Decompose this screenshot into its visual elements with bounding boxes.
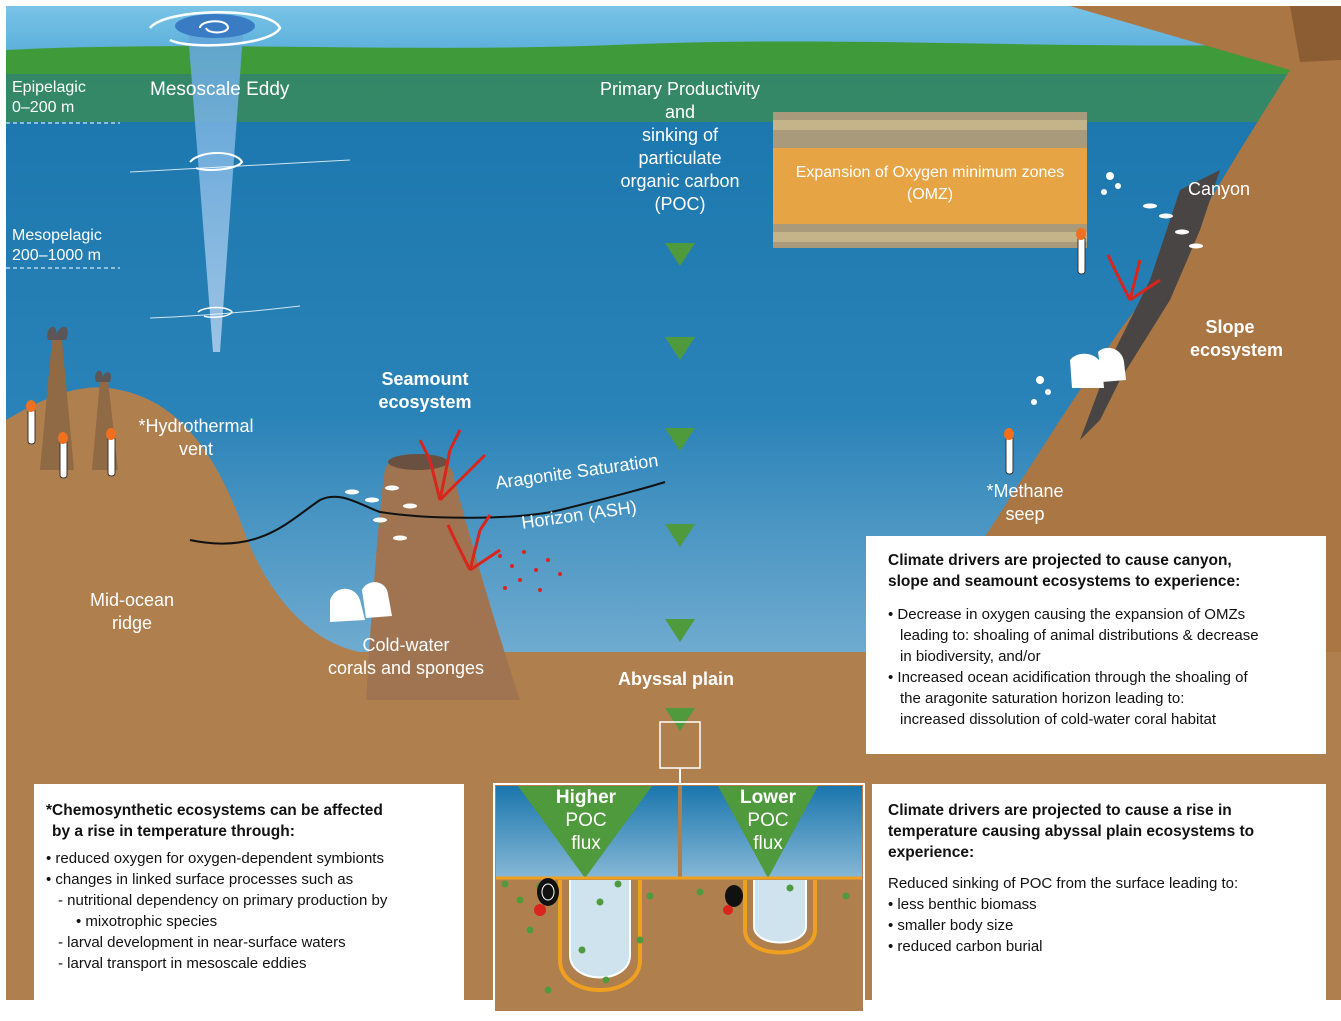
abyssal-bullet: smaller body size bbox=[888, 915, 1326, 936]
mesopelagic-name: Mesopelagic bbox=[12, 227, 102, 244]
omz-core bbox=[773, 148, 1087, 224]
sponge-icon bbox=[330, 347, 1126, 622]
seamount-ecosystem-label: Seamount ecosystem bbox=[378, 369, 472, 412]
higher-poc-label: Higher POC flux bbox=[555, 787, 617, 854]
epipelagic-label: Epipelagic 0–200 m bbox=[12, 78, 86, 118]
hydrothermal-vent-label: *Hydrothermal vent bbox=[138, 416, 254, 459]
primary-productivity-label: Primary Productivity and sinking of part… bbox=[599, 79, 761, 214]
lower-poc-flux-cone bbox=[718, 786, 818, 878]
slope-ecosystem-label: Slope ecosystem bbox=[1190, 317, 1284, 360]
seamount bbox=[366, 455, 520, 700]
continental-slope bbox=[950, 6, 1341, 694]
mesoscale-eddy-label: Mesoscale Eddy bbox=[150, 79, 290, 100]
mid-ocean-ridge-label: Mid-ocean ridge bbox=[89, 590, 175, 633]
organic-particles bbox=[501, 880, 850, 994]
chemo-subitem-continued: mixotrophic species bbox=[46, 911, 464, 932]
abyssal-bullet: reduced carbon burial bbox=[888, 936, 1326, 957]
eddy-swirl-mid-icon bbox=[189, 152, 244, 171]
tubeworm-plume-icon bbox=[26, 228, 1086, 444]
seep-bubbles-icon bbox=[1031, 172, 1121, 405]
omz-label: Expansion of Oxygen minimum zones (OMZ) bbox=[795, 164, 1065, 203]
mesopelagic-depth: 200–1000 m bbox=[12, 247, 101, 264]
chemo-box-items: reduced oxygen for oxygen-dependent symb… bbox=[46, 848, 464, 974]
chemosynthetic-box: *Chemosynthetic ecosystems can be affect… bbox=[34, 784, 464, 1012]
chemo-subitem: larval development in near-surface water… bbox=[46, 932, 464, 953]
abyssal-plain-box: Climate drivers are projected to cause a… bbox=[872, 784, 1326, 1012]
eddy-swirl-icon bbox=[149, 11, 282, 47]
higher-poc-flux-cone bbox=[518, 786, 652, 878]
epipelagic-depth: 0–200 m bbox=[12, 99, 75, 116]
burrow-high bbox=[558, 880, 642, 992]
canyon-label: Canyon bbox=[1188, 179, 1251, 199]
methane-seep-label: *Methane seep bbox=[986, 481, 1064, 524]
burrow-low bbox=[743, 880, 817, 955]
canyon-slope-seamount-box: Climate drivers are projected to cause c… bbox=[866, 536, 1326, 754]
epipelagic-name: Epipelagic bbox=[12, 79, 86, 96]
chemo-item: reduced oxygen for oxygen-dependent symb… bbox=[46, 848, 464, 869]
red-coral-icon bbox=[418, 254, 1161, 572]
abyssal-bullets: less benthic biomass smaller body size r… bbox=[888, 894, 1326, 957]
chemo-subitem: nutritional dependency on primary produc… bbox=[46, 890, 464, 911]
cold-water-corals-label: Cold-water corals and sponges bbox=[327, 635, 485, 678]
poc-sinking-arrows bbox=[665, 243, 695, 731]
chemo-subitem: larval transport in mesoscale eddies bbox=[46, 953, 464, 974]
abyssal-bullet: less benthic biomass bbox=[888, 894, 1326, 915]
benthic-worm-icon bbox=[534, 878, 743, 916]
canyon-box-bullets: Decrease in oxygen causing the expansion… bbox=[888, 604, 1326, 730]
canyon-bullet: Increased ocean acidification through th… bbox=[888, 667, 1326, 730]
canyon-bullet: Decrease in oxygen causing the expansion… bbox=[888, 604, 1326, 667]
chemo-item: changes in linked surface processes such… bbox=[46, 869, 464, 890]
fish-school-icon bbox=[345, 203, 1203, 541]
aragonite-dissolution-dots bbox=[498, 550, 562, 592]
vent-smoke bbox=[47, 326, 68, 340]
surface-vegetation-band bbox=[6, 41, 1300, 78]
mesopelagic-label: Mesopelagic 200–1000 m bbox=[12, 226, 102, 266]
mesoscale-eddy-column bbox=[187, 20, 244, 352]
tubeworm-icon bbox=[27, 235, 1086, 479]
abyssal-plain-label: Abyssal plain bbox=[618, 669, 735, 689]
abyssal-intro: Reduced sinking of POC from the surface … bbox=[888, 875, 1239, 892]
aragonite-saturation-horizon-line bbox=[189, 481, 666, 545]
lower-poc-label: Lower POC flux bbox=[740, 787, 796, 854]
